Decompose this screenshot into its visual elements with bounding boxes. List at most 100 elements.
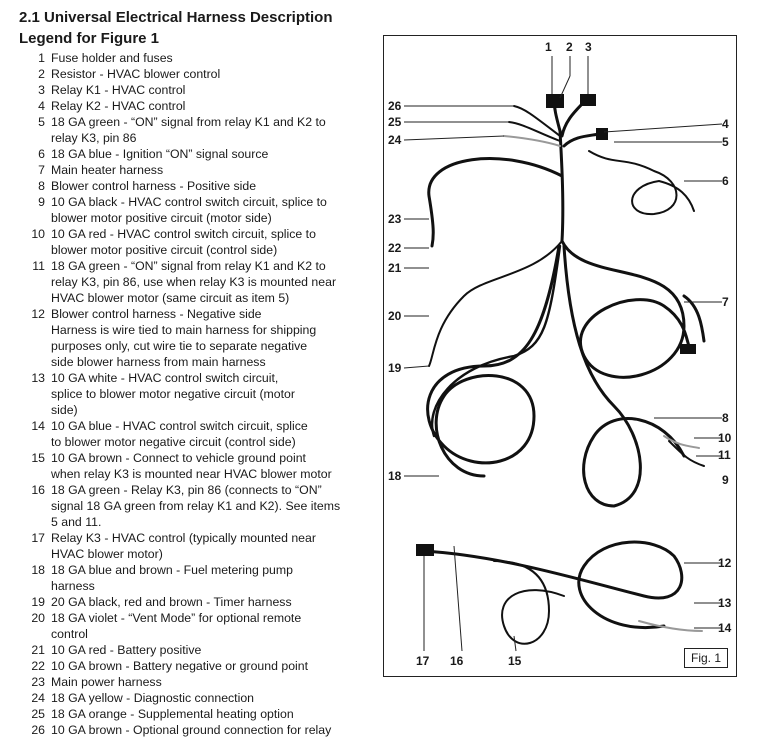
legend-item-number: 17 xyxy=(31,531,45,545)
callout-18: 18 xyxy=(388,469,402,483)
legend-item-line: harness xyxy=(51,579,95,593)
legend-item-line: HVAC blower motor (same circuit as item … xyxy=(51,291,290,305)
legend-item-number: 18 xyxy=(31,563,45,577)
legend-item-line: 18 GA yellow - Diagnostic connection xyxy=(51,691,255,705)
section-title: 2.1 Universal Electrical Harness Descrip… xyxy=(19,9,333,26)
legend-item: 5 18 GA green - “ON” signal from relay K1… xyxy=(29,114,379,146)
legend-item-line: 10 GA brown - Battery negative or ground… xyxy=(51,659,309,673)
legend-item-text: 10 GA black - HVAC control switch circui… xyxy=(51,194,379,226)
legend-item-number: 5 xyxy=(38,115,45,129)
legend-item-number: 13 xyxy=(31,371,45,385)
legend-item-number: 12 xyxy=(31,307,45,321)
legend-item-text: 18 GA blue - Ignition “ON” signal source xyxy=(51,146,379,162)
legend-item-text: Relay K3 - HVAC control (typically mount… xyxy=(51,530,379,562)
legend-item-line: Fuse holder and fuses xyxy=(51,51,173,65)
legend-item-line: 10 GA brown - Optional ground connection… xyxy=(51,723,332,737)
legend-item: 17 Relay K3 - HVAC control (typically mou… xyxy=(29,530,379,562)
legend-item-line: blower motor positive circuit (motor sid… xyxy=(51,211,272,225)
legend-item-line: 20 GA black, red and brown - Timer harne… xyxy=(51,595,292,609)
legend-item: 11 18 GA green - “ON” signal from relay K… xyxy=(29,258,379,306)
legend-item-line: Main heater harness xyxy=(51,163,164,177)
legend-item-text: Fuse holder and fuses xyxy=(51,50,379,66)
callout-19: 19 xyxy=(388,361,402,375)
legend-item-line: Resistor - HVAC blower control xyxy=(51,67,221,81)
callout-4: 4 xyxy=(722,117,729,131)
legend-item-line: side) xyxy=(51,403,78,417)
legend-item-line: 18 GA green - “ON” signal from relay K1 … xyxy=(51,115,326,129)
legend-item: 22 10 GA brown - Battery negative or grou… xyxy=(29,658,379,674)
legend-item-line: Relay K3 - HVAC control (typically mount… xyxy=(51,531,316,545)
legend-item-line: 18 GA green - “ON” signal from relay K1 … xyxy=(51,259,326,273)
legend-item-number: 26 xyxy=(31,723,45,737)
legend-item-text: Relay K2 - HVAC control xyxy=(51,98,379,114)
callout-9: 9 xyxy=(722,473,729,487)
legend-item-number: 24 xyxy=(31,691,45,705)
legend-item: 10 10 GA red - HVAC control switch circui… xyxy=(29,226,379,258)
callout-12: 12 xyxy=(718,556,732,570)
callout-8: 8 xyxy=(722,411,729,425)
legend-item-text: Resistor - HVAC blower control xyxy=(51,66,379,82)
legend-item-text: 10 GA brown - Optional ground connection… xyxy=(51,722,379,738)
legend-item: 19 20 GA black, red and brown - Timer har… xyxy=(29,594,379,610)
legend-item-line: 10 GA red - Battery positive xyxy=(51,643,202,657)
legend-item: 12 Blower control harness - Negative side… xyxy=(29,306,379,370)
callout-10: 10 xyxy=(718,431,732,445)
legend-item-number: 1 xyxy=(38,51,45,65)
legend-item-line: Harness is wire tied to main harness for… xyxy=(51,323,317,337)
legend-item-number: 6 xyxy=(38,147,45,161)
legend-item-text: 18 GA violet - “Vent Mode” for optional … xyxy=(51,610,379,642)
legend-item-line: relay K3, pin 86, use when relay K3 is m… xyxy=(51,275,337,289)
legend-item-number: 16 xyxy=(31,483,45,497)
legend-item-number: 8 xyxy=(38,179,45,193)
legend-item-line: blower motor positive circuit (control s… xyxy=(51,243,278,257)
callout-25: 25 xyxy=(388,115,402,129)
legend-item: 26 10 GA brown - Optional ground connecti… xyxy=(29,722,379,738)
legend-item-line: 10 GA red - HVAC control switch circuit,… xyxy=(51,227,316,241)
legend-item-line: 10 GA white - HVAC control switch circui… xyxy=(51,371,279,385)
legend-item-text: 10 GA blue - HVAC control switch circuit… xyxy=(51,418,379,450)
legend-list: 1 Fuse holder and fuses 2 Resistor - HVAC b… xyxy=(29,50,379,738)
callout-20: 20 xyxy=(388,309,402,323)
legend-item-number: 9 xyxy=(38,195,45,209)
callout-5: 5 xyxy=(722,135,729,149)
legend-item-text: Main power harness xyxy=(51,674,379,690)
legend-item-number: 11 xyxy=(32,259,45,273)
legend-item-text: 18 GA orange - Supplemental heating opti… xyxy=(51,706,379,722)
legend-item: 6 18 GA blue - Ignition “ON” signal sourc… xyxy=(29,146,379,162)
callout-6: 6 xyxy=(722,174,729,188)
legend-item-line: Blower control harness - Positive side xyxy=(51,179,257,193)
legend-item-line: 18 GA green - Relay K3, pin 86 (connects… xyxy=(51,483,322,497)
legend-item-text: 18 GA yellow - Diagnostic connection xyxy=(51,690,379,706)
legend-item: 1 Fuse holder and fuses xyxy=(29,50,379,66)
legend-item-text: 10 GA white - HVAC control switch circui… xyxy=(51,370,379,418)
legend-item-text: 10 GA brown - Battery negative or ground… xyxy=(51,658,379,674)
legend-item-text: 10 GA red - HVAC control switch circuit,… xyxy=(51,226,379,258)
legend-item-line: Main power harness xyxy=(51,675,162,689)
legend-item-number: 4 xyxy=(38,99,45,113)
legend-item-text: Relay K1 - HVAC control xyxy=(51,82,379,98)
legend-item: 9 10 GA black - HVAC control switch circu… xyxy=(29,194,379,226)
callout-13: 13 xyxy=(718,596,732,610)
legend-item-number: 7 xyxy=(38,163,45,177)
legend-item-line: 5 and 11. xyxy=(51,515,102,529)
callout-1: 1 xyxy=(545,40,552,54)
callout-16: 16 xyxy=(450,654,464,668)
callout-24: 24 xyxy=(388,133,402,147)
legend-item: 20 18 GA violet - “Vent Mode” for optiona… xyxy=(29,610,379,642)
legend-item-number: 19 xyxy=(31,595,45,609)
figure-label: Fig. 1 xyxy=(683,648,728,668)
callout-2: 2 xyxy=(566,40,573,54)
legend-item-line: when relay K3 is mounted near HVAC blowe… xyxy=(51,467,332,481)
legend-item-line: 18 GA blue - Ignition “ON” signal source xyxy=(51,147,269,161)
legend-item-number: 22 xyxy=(31,659,45,673)
legend-item-line: HVAC blower motor) xyxy=(51,547,163,561)
legend-item-number: 2 xyxy=(38,67,45,81)
callout-23: 23 xyxy=(388,212,402,226)
legend-item-number: 10 xyxy=(31,227,45,241)
legend-item-number: 20 xyxy=(31,611,45,625)
callout-21: 21 xyxy=(388,261,402,275)
